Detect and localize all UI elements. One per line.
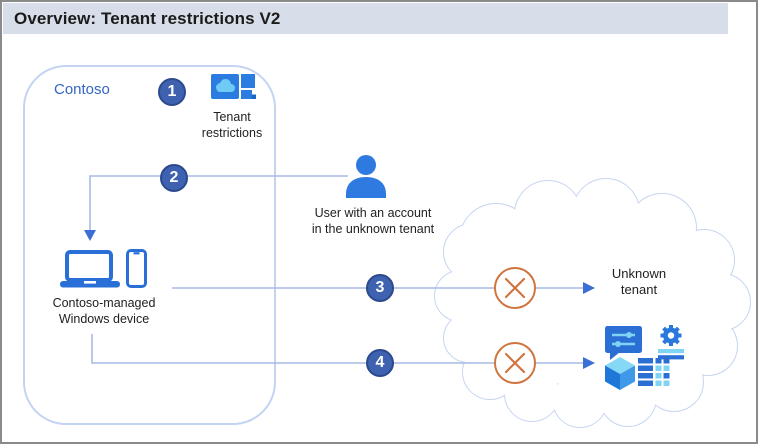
unknown-tenant-label-line2: tenant [620,281,658,297]
device-label: Contoso-managed Windows device [34,296,174,327]
step-badge-2: 2 [160,164,188,192]
user-label-line2: in the unknown tenant [311,221,435,236]
step-2-number: 2 [169,169,179,186]
step-4-number: 4 [375,354,385,371]
table-icon [638,358,670,386]
arrow-step4-head [583,357,595,369]
tenant-restrictions-label: Tenant restrictions [172,110,292,141]
arrow-step2-head [84,230,96,241]
unknown-tenant-label: Unknown tenant [589,266,689,297]
user-label-line1: User with an account [314,206,432,220]
unknown-tenant-label-line1: Unknown [611,266,667,281]
tenant-restrictions-label-line2: restrictions [201,125,263,140]
page-title: Overview: Tenant restrictions V2 [14,8,281,28]
tenant-restrictions-label-line1: Tenant [213,110,251,124]
arrow-step4 [91,334,595,369]
blocked-icon-step3 [494,267,536,309]
user-label: User with an account in the unknown tena… [293,206,453,237]
arrow-step3-head [583,282,595,294]
gear-icon [658,325,684,360]
blocked-icon-step4 [494,342,536,384]
cube-icon [605,357,635,390]
user-icon [346,155,386,198]
contoso-label: Contoso [54,81,110,98]
step-badge-1: 1 [158,78,186,106]
chat-settings-icon [605,326,642,360]
tenant-restrictions-icon [211,74,256,99]
contoso-boundary-box [23,65,276,425]
x-mark-icon [504,352,526,374]
arrow-step2 [84,175,348,241]
device-label-line2: Windows device [58,311,150,326]
step-badge-3: 3 [366,274,394,302]
device-label-line1: Contoso-managed [52,296,156,310]
step-badge-4: 4 [366,349,394,377]
title-bar: Overview: Tenant restrictions V2 [3,3,728,34]
smartphone-icon [126,249,147,288]
x-mark-icon [504,277,526,299]
laptop-icon [60,250,120,288]
cloud-outline [434,178,751,428]
step-3-number: 3 [375,279,385,296]
step-1-number: 1 [167,83,177,100]
